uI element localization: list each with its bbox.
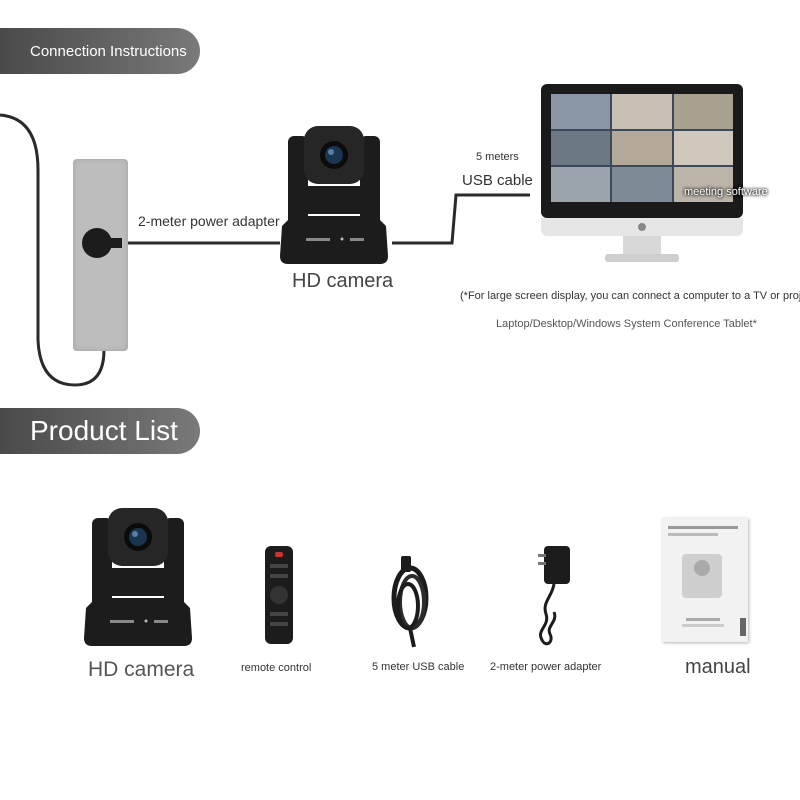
plug-neck [108, 238, 122, 248]
product-label-remote: remote control [241, 662, 312, 674]
usb-length-label: 5 meters [476, 151, 519, 163]
product-label-manual: manual [685, 656, 751, 678]
product-list-banner: Product List [0, 408, 200, 454]
product-list-title: Product List [30, 415, 178, 446]
product-label-usb: 5 meter USB cable [372, 661, 465, 673]
camera-icon [276, 126, 392, 264]
product-label-adapter: 2-meter power adapter [490, 661, 602, 673]
manual-icon [662, 518, 748, 642]
meeting-software-label: meeting software [684, 186, 768, 198]
connection-instructions-banner: Connection Instructions [0, 28, 200, 74]
usb-cable-icon [391, 556, 429, 648]
monitor-icon [541, 84, 743, 264]
power-adapter-icon [538, 546, 570, 646]
remote-control-icon [265, 546, 293, 644]
product-camera-icon [80, 508, 196, 646]
video-conference-screen [551, 94, 733, 202]
power-plug [82, 228, 112, 258]
connection-instructions-title: Connection Instructions [30, 42, 187, 60]
power-adapter-label: 2-meter power adapter [138, 213, 280, 229]
usb-cable-label: USB cable [462, 172, 533, 189]
product-label-camera: HD camera [88, 658, 195, 681]
display-note-line1: (*For large screen display, you can conn… [460, 290, 800, 302]
camera-label: HD camera [292, 270, 394, 292]
display-note-line2: Laptop/Desktop/Windows System Conference… [496, 318, 757, 330]
